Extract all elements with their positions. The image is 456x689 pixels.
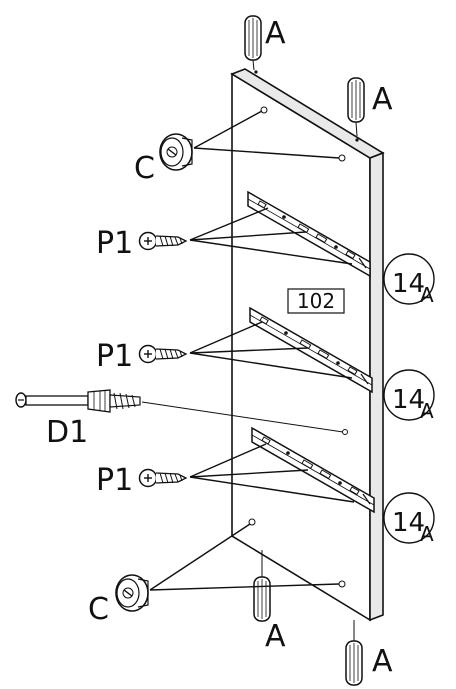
slide-ref-middle: 14 A: [383, 369, 435, 423]
dowel-bottom-left-label: A: [265, 619, 286, 654]
slide-ref-middle-suffix: A: [420, 399, 434, 423]
slide-ref-top-number: 14: [392, 269, 425, 299]
dowel-top-left: [244, 15, 262, 71]
slide-ref-top-suffix: A: [420, 283, 434, 307]
screw-middle: [138, 321, 353, 379]
slide-ref-bottom-suffix: A: [420, 522, 434, 546]
dowel-top-right: [347, 77, 365, 137]
slide-ref-top: 14 A: [383, 253, 435, 307]
connector-bolt-label: D1: [46, 415, 88, 450]
screw-bottom: [138, 443, 355, 503]
cam-lock-bottom-label: C: [88, 592, 109, 627]
screw-top: [138, 207, 353, 265]
cam-lock-top: [159, 110, 340, 171]
dowel-bottom-left: [253, 550, 271, 622]
connector-bolt: [15, 389, 344, 433]
screw-bottom-label: P1: [96, 463, 133, 498]
dowel-bottom-right: [345, 620, 363, 686]
slide-ref-bottom-number: 14: [392, 508, 425, 538]
cam-lock-top-label: C: [134, 151, 155, 186]
panel-id-box: [287, 288, 345, 314]
dowel-bottom-right-label: A: [372, 644, 393, 679]
dowel-top-left-label: A: [265, 16, 286, 51]
screw-middle-label: P1: [96, 339, 133, 374]
slide-ref-middle-number: 14: [392, 385, 425, 415]
panel-id-label: 102: [297, 289, 335, 313]
dowel-top-right-label: A: [372, 82, 393, 117]
slide-ref-bottom: 14 A: [383, 492, 435, 546]
cam-lock-bottom: [115, 523, 340, 612]
screw-top-label: P1: [96, 226, 133, 261]
